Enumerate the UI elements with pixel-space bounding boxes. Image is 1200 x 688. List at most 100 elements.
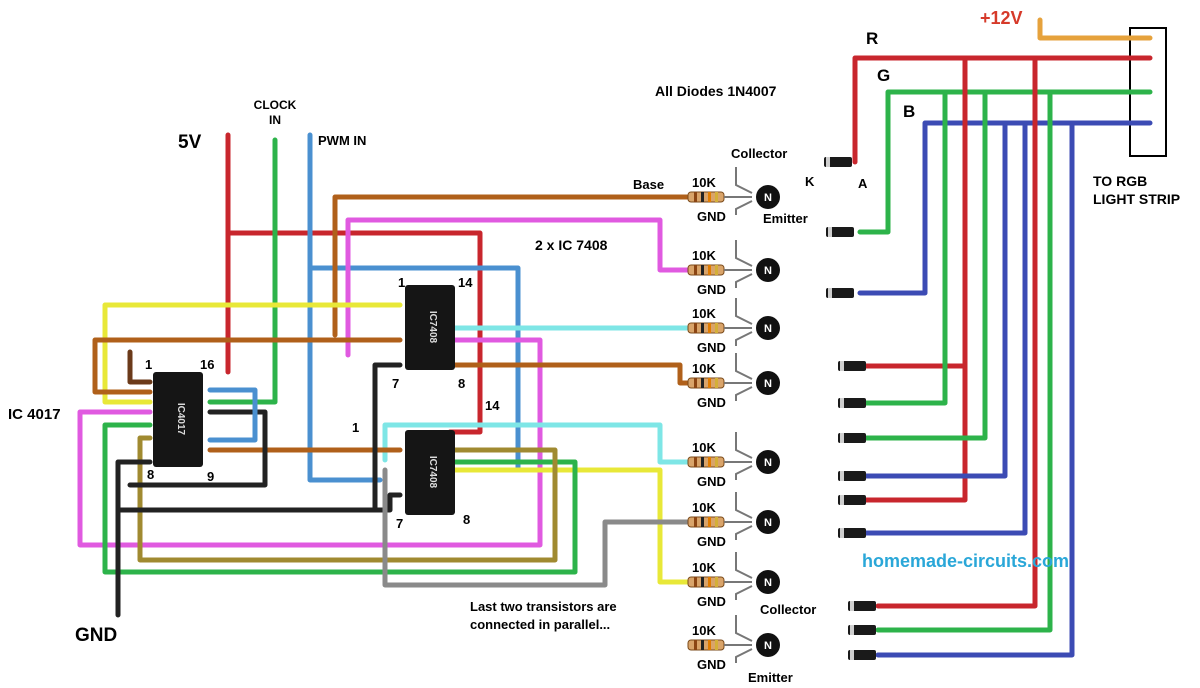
transistor-icon	[756, 258, 780, 282]
transistor-mark: N	[764, 265, 772, 277]
resistor-band	[694, 517, 697, 527]
gnd-label: GND	[697, 657, 726, 672]
transistor-mark: N	[764, 192, 772, 204]
diode-10	[848, 601, 876, 611]
diode-9	[838, 528, 866, 538]
resistor-band	[708, 640, 711, 650]
label-clock: CLOCK	[254, 98, 297, 112]
emitter-lead	[735, 525, 753, 540]
label-k: K	[805, 174, 815, 189]
resistor-band	[715, 517, 718, 527]
diode-body	[848, 601, 876, 611]
resistor-band	[708, 517, 711, 527]
wire-pwm-in	[307, 132, 383, 483]
diode-6	[838, 433, 866, 443]
collector-lead	[735, 240, 753, 267]
transistor-icon	[756, 316, 780, 340]
wire-gnd-2	[115, 492, 403, 513]
resistor-band	[701, 640, 704, 650]
resistor-band	[715, 192, 718, 202]
resistor-10k	[687, 322, 725, 334]
label-clock-in: IN	[269, 113, 281, 127]
resistor-10k	[687, 516, 725, 528]
resistor-10k	[687, 456, 725, 468]
ic-7408-u2: IC7408	[405, 430, 455, 515]
gnd-label: GND	[697, 395, 726, 410]
label-b: B	[903, 102, 915, 121]
diode-body	[838, 433, 866, 443]
wire-g-rail	[857, 89, 1153, 235]
diode-cathode-band	[850, 650, 854, 660]
gnd-label: GND	[697, 594, 726, 609]
emitter-lead	[735, 273, 753, 288]
transistor-mark: N	[764, 457, 772, 469]
ic-u1-label: IC7408	[427, 311, 438, 344]
resistor-band	[715, 457, 718, 467]
emitter-lead	[735, 200, 753, 215]
resistor-band	[701, 378, 704, 388]
resistor-band	[694, 640, 697, 650]
gnd-label: GND	[697, 209, 726, 224]
wire-magenta-1	[345, 217, 693, 358]
wire-yellow-2	[447, 467, 693, 585]
diode-8	[838, 495, 866, 505]
resistor-band	[694, 323, 697, 333]
collector-lead	[735, 432, 753, 459]
resistor-label: 10K	[692, 175, 716, 190]
resistor-10k	[687, 576, 725, 588]
diode-body	[838, 495, 866, 505]
collector-lead	[735, 353, 753, 380]
diode-body	[848, 650, 876, 660]
label-5v: 5V	[178, 132, 202, 153]
resistor-label: 10K	[692, 440, 716, 455]
resistor-band	[694, 265, 697, 275]
label-collector-bottom: Collector	[760, 602, 816, 617]
wire-g-drop-1b	[852, 89, 948, 406]
resistor-label: 10K	[692, 361, 716, 376]
diode-body	[838, 361, 866, 371]
ic-u2-label: IC7408	[427, 456, 438, 489]
resistor-band	[715, 640, 718, 650]
transistor-icon	[756, 371, 780, 395]
transistor-mark: N	[764, 577, 772, 589]
collector-lead	[735, 615, 753, 642]
label-g: G	[877, 66, 890, 85]
wire-gnd-3	[127, 409, 268, 488]
diode-cathode-band	[840, 361, 844, 371]
resistor-band	[708, 323, 711, 333]
transistor-stage-1: 10K GND N	[687, 167, 780, 224]
website-watermark: homemade-circuits.com	[862, 551, 1069, 571]
wire-brown-2	[447, 362, 693, 386]
diode-body	[848, 625, 876, 635]
transistor-mark: N	[764, 378, 772, 390]
resistor-band	[715, 378, 718, 388]
wire-base-1	[332, 194, 693, 338]
ic-7408-u1: IC7408	[405, 285, 455, 370]
diode-cathode-band	[828, 288, 832, 298]
transistor-stages: 10KGNDN10KGNDN10KGNDN10KGNDN10KGNDN10KGN…	[687, 167, 780, 672]
pin-u3-16: 16	[200, 357, 214, 372]
label-12v: +12V	[980, 8, 1023, 28]
diode-2	[826, 227, 854, 237]
emitter-lead	[735, 386, 753, 401]
transistor-icon	[756, 570, 780, 594]
diode-7	[838, 471, 866, 481]
resistor-band	[708, 192, 711, 202]
label-emitter-top: Emitter	[763, 211, 808, 226]
resistor-band	[694, 577, 697, 587]
emitter-lead	[735, 585, 753, 600]
resistor-label: 10K	[692, 623, 716, 638]
wire-5v-bus	[225, 230, 483, 435]
pin-u1-8: 8	[458, 376, 465, 391]
resistor-10k	[687, 639, 725, 651]
wire-darkbrown	[127, 349, 153, 385]
diode-cathode-band	[828, 227, 832, 237]
diode-body	[838, 471, 866, 481]
resistor-label: 10K	[692, 560, 716, 575]
wire-b-drop-1b	[852, 120, 1028, 536]
diode-5	[838, 398, 866, 408]
wire-g-drop-2	[875, 89, 1053, 633]
